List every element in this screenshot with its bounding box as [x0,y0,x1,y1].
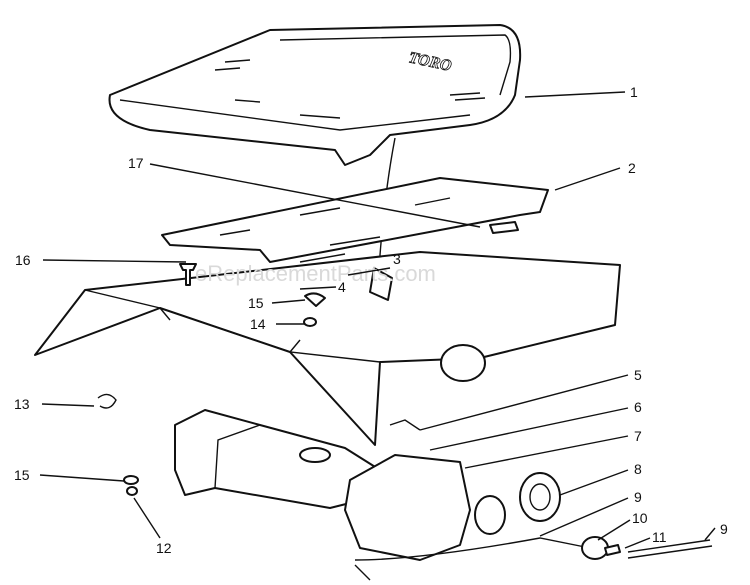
callout-1: 1 [630,84,638,100]
callout-11: 11 [652,529,667,545]
callout-15-upper: 15 [248,295,264,311]
callout-10: 10 [632,510,648,526]
watermark: eReplacementParts.com [195,261,436,286]
callout-13: 13 [14,396,30,412]
fuel-line [354,536,713,581]
seat-plate [161,177,549,263]
callout-16: 16 [15,252,31,268]
hardware [97,263,393,496]
fuel-tank [174,409,471,561]
callout-8: 8 [634,461,642,477]
callout-15-lower: 15 [14,467,30,483]
callout-2: 2 [628,160,636,176]
callout-3: 3 [393,251,401,267]
callout-5: 5 [634,367,642,383]
callout-12: 12 [156,540,172,556]
callout-6: 6 [634,399,642,415]
callout-4: 4 [338,279,346,295]
seat: TORO [108,24,522,166]
fuel-cap [474,472,561,535]
fender-body [34,251,621,446]
leader-lines [39,91,716,549]
callout-17: 17 [128,155,144,171]
callout-9-upper: 9 [634,489,642,505]
callout-7: 7 [634,428,642,444]
callouts: 1 2 17 16 3 4 15 14 5 6 7 13 15 8 9 10 1… [14,84,728,556]
callout-14: 14 [250,316,266,332]
callout-9-right: 9 [720,521,728,537]
